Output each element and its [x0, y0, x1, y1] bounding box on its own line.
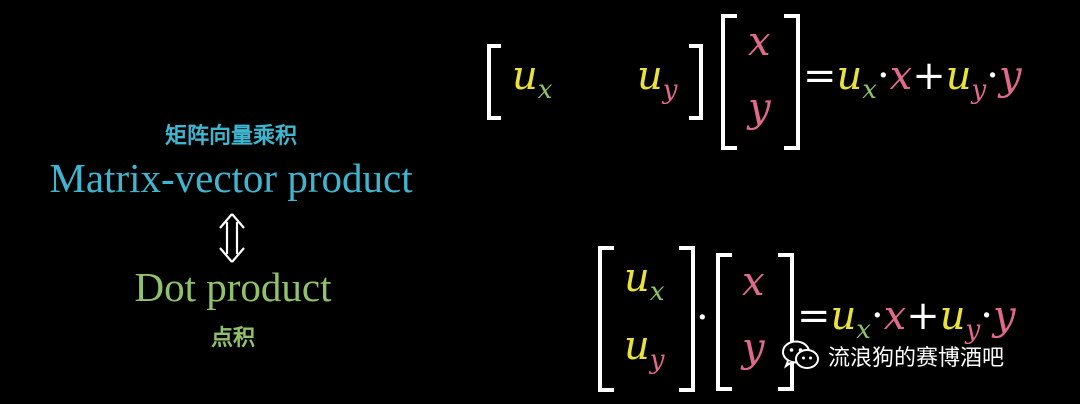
- u-bracket-right: [679, 246, 695, 392]
- col-bracket-left: [721, 14, 737, 150]
- dot-product-label: Dot product: [134, 264, 332, 310]
- u-entry-uy: uy: [624, 323, 665, 375]
- v-entry-x: x: [742, 259, 765, 305]
- v-entry-y: y: [742, 325, 765, 371]
- v-bracket-left: [716, 253, 732, 391]
- row-bracket-left: [487, 44, 501, 120]
- matrix-vector-label: Matrix-vector product: [49, 155, 413, 201]
- rhs-expression-2: =ux·x+uy·y: [797, 293, 1016, 345]
- wechat-icon: [782, 340, 819, 369]
- col-bracket-right: [784, 14, 800, 150]
- row-entry-uy: uy: [637, 53, 678, 105]
- col-entry-x: x: [748, 19, 771, 65]
- dot-product-label-cn: 点积: [210, 326, 255, 351]
- dot-operator: ·: [696, 295, 709, 341]
- matrix-vector-label-cn: 矩阵向量乘积: [164, 124, 297, 149]
- watermark: 流浪狗的赛博酒吧: [782, 336, 1004, 376]
- u-entry-ux: ux: [624, 255, 665, 307]
- col-entry-y: y: [748, 85, 771, 131]
- row-bracket-right: [689, 44, 703, 120]
- v-bracket-right: [778, 253, 794, 391]
- watermark-text: 流浪狗的赛博酒吧: [828, 346, 1005, 371]
- rhs-expression: =ux·x+uy·y: [803, 53, 1022, 105]
- u-bracket-left: [598, 246, 614, 392]
- row-entry-ux: ux: [512, 53, 553, 105]
- double-arrow-icon: [219, 213, 245, 263]
